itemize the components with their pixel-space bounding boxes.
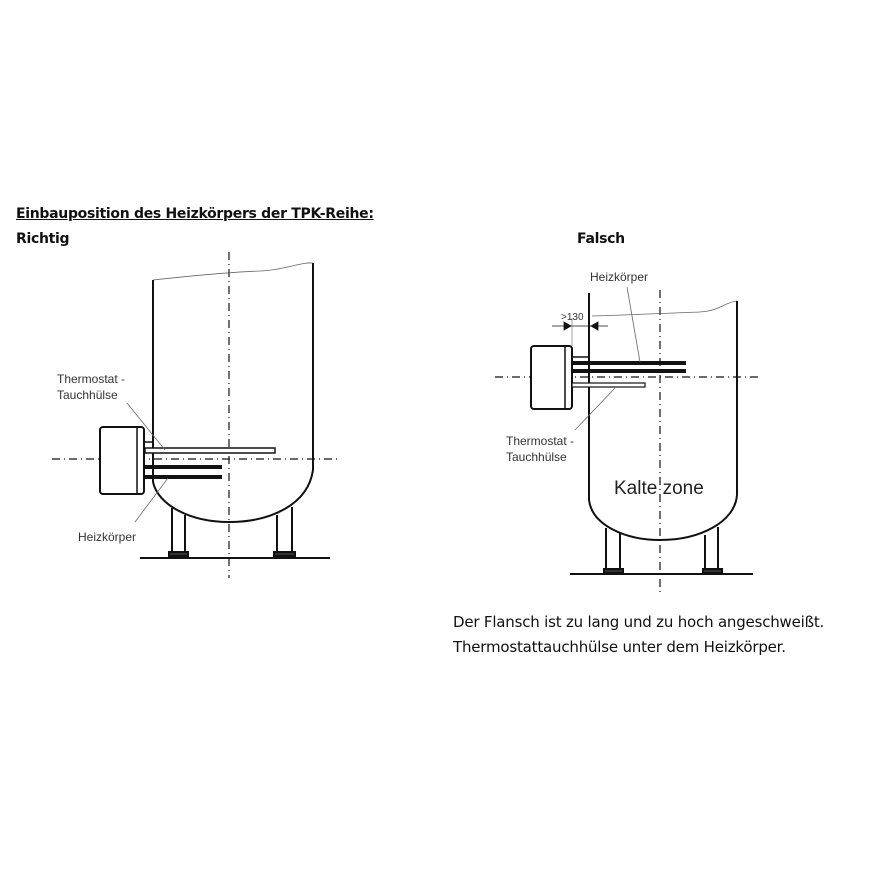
correct-thermostat-label: Thermostat - — [57, 372, 125, 386]
tank-wavy-top — [591, 300, 738, 317]
thermostat-leader — [574, 387, 616, 431]
flange-box — [530, 345, 573, 410]
thermostat-sleeve — [571, 382, 646, 388]
correct-heading: Richtig — [16, 231, 70, 247]
tank-body — [152, 263, 314, 524]
dimension-marker — [552, 318, 608, 346]
heater-leader — [626, 286, 641, 363]
heater-rod — [572, 369, 686, 373]
correct-thermostat-label: Tauchhülse — [57, 388, 118, 402]
page-title: Einbauposition des Heizkörpers der TPK-R… — [16, 206, 374, 222]
thermostat-leader — [126, 402, 166, 451]
heater-rod — [145, 475, 222, 479]
heater-rod — [145, 465, 222, 469]
heater-rod — [572, 361, 686, 365]
wrong-heater-label: Heizkörper — [590, 270, 648, 284]
tank-legs — [168, 507, 296, 557]
cold-zone-label: Kalte zone — [614, 478, 704, 499]
correct-diagram — [52, 252, 338, 578]
note-line: Der Flansch ist zu lang und zu hoch ange… — [453, 613, 825, 631]
note-line: Thermostattauchhülse unter dem Heizkörpe… — [453, 638, 786, 656]
tank-wavy-top — [152, 262, 314, 281]
wrong-thermostat-label: Thermostat - — [506, 434, 574, 448]
flange-box — [99, 426, 145, 495]
heater-leader — [134, 477, 169, 523]
correct-heater-label: Heizkörper — [78, 530, 136, 544]
thermostat-sleeve — [144, 447, 276, 454]
wrong-diagram — [495, 286, 762, 592]
dimension-label: >130 — [561, 312, 584, 323]
wrong-thermostat-label: Tauchhülse — [506, 450, 567, 464]
wrong-heading: Falsch — [577, 231, 625, 247]
tank-body — [588, 293, 738, 542]
